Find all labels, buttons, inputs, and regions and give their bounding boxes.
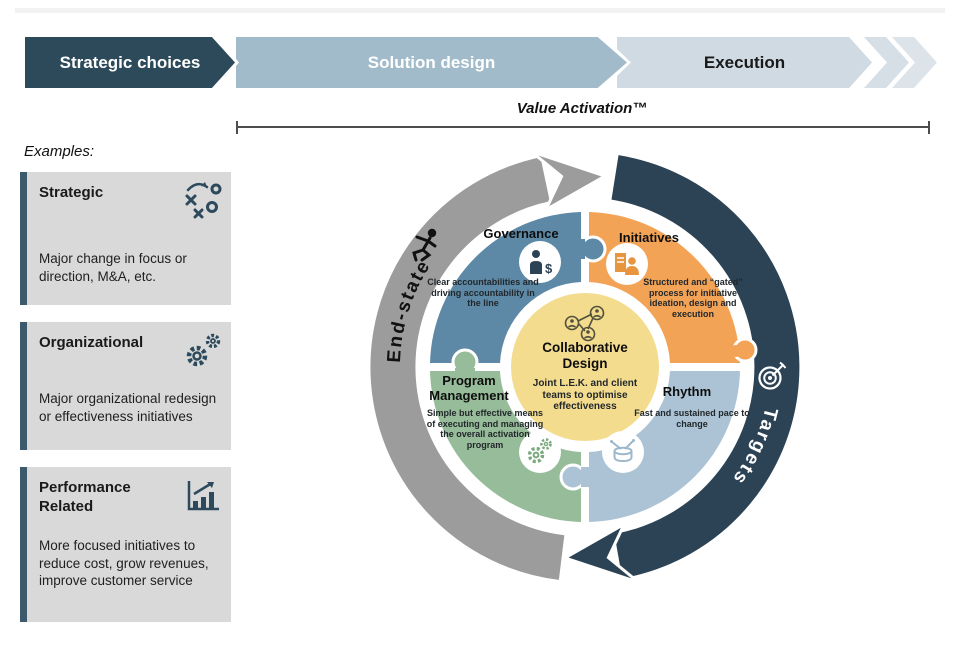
- card-title: Strategic: [39, 184, 104, 201]
- center-title: Collaborative Design: [542, 340, 628, 371]
- bar-chart-icon: [187, 481, 219, 511]
- center-circle: [511, 293, 659, 441]
- gears-icon: [186, 333, 221, 367]
- card-body: Major change in focus or direction, M&A,…: [39, 251, 187, 284]
- stage-label: Solution design: [367, 52, 496, 72]
- chevron-tail-icon: [864, 37, 937, 88]
- piece-title-governance: Governance: [483, 226, 559, 241]
- piece-title-rhythm: Rhythm: [662, 384, 712, 399]
- strategy-xo-icon: [185, 182, 222, 219]
- drum-icon: [602, 431, 644, 473]
- value-activation-label: Value Activation™: [516, 100, 648, 117]
- slide-top-rule: [15, 8, 945, 13]
- example-card-strategic: Strategic Major change in focus or direc…: [20, 172, 231, 305]
- presenter-board-icon: [606, 243, 648, 285]
- person-dollar-icon: $: [519, 241, 561, 283]
- value-activation-bracket: [236, 121, 930, 134]
- runner-icon: [412, 228, 437, 262]
- piece-shape-rhythm: [589, 371, 740, 522]
- ring-arc-endstate: [370, 157, 565, 580]
- ring-arrowhead-top: [530, 150, 609, 214]
- ring-arc-targets: [611, 155, 800, 579]
- stage-label: Strategic choices: [59, 52, 201, 72]
- piece-body-rhythm: Fast and sustained pace to change: [634, 408, 750, 429]
- people-network-icon: [564, 305, 605, 342]
- card-body: More focused initiatives to reduce cost,…: [39, 538, 209, 589]
- card-title: Performance Related: [39, 479, 131, 515]
- piece-body-governance: Clear accountabilities and driving accou…: [427, 277, 539, 309]
- example-card-organizational: Organizational Major organizational rede…: [20, 322, 231, 450]
- piece-title-initiatives: Initiatives: [619, 230, 679, 245]
- piece-body-program-management: Simple but effective means of executing …: [426, 408, 544, 450]
- piece-shape-program: [430, 371, 581, 522]
- stage-execution: Execution: [617, 37, 872, 88]
- stage-strategic-choices: Strategic choices: [25, 37, 235, 88]
- center-body: Joint L.E.K. and client teams to optimis…: [532, 378, 638, 413]
- stage-label: Execution: [703, 52, 786, 72]
- card-title: Organizational: [39, 334, 144, 351]
- examples-heading: Examples:: [24, 143, 95, 160]
- example-card-performance: Performance Related More focused initiat…: [20, 467, 231, 622]
- card-body: Major organizational redesign or effecti…: [39, 391, 217, 424]
- stage-solution-design: Solution design: [236, 37, 627, 88]
- svg-text:$: $: [545, 261, 553, 276]
- piece-title-program-management: Program Management: [429, 373, 509, 403]
- value-activation-diagram: End-state Targets: [355, 135, 815, 595]
- target-icon: [758, 361, 787, 390]
- program-gears-icon: [519, 431, 561, 473]
- ring-arrowhead-bottom: [561, 520, 640, 584]
- piece-body-initiatives: Structured and “gated” process for initi…: [643, 277, 743, 319]
